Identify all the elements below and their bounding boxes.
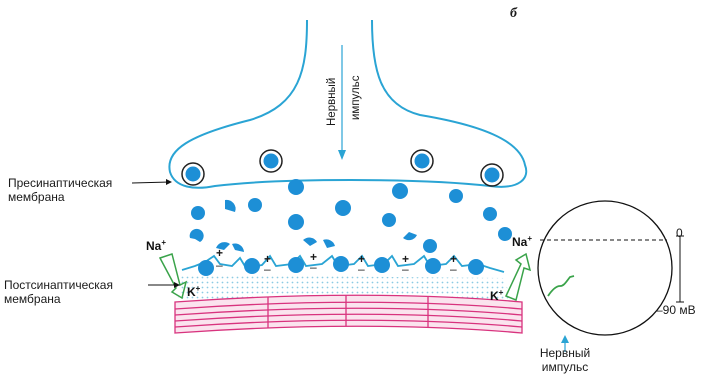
scale-top-value: 0 <box>676 226 683 240</box>
charge-minus: – <box>450 262 457 276</box>
charge-minus: – <box>264 262 271 276</box>
charge-minus: – <box>310 260 317 274</box>
impulse-top-line2: импульс <box>350 75 362 120</box>
na-ion-left: Na+ <box>146 238 166 253</box>
postsynaptic-label-line2: мембрана <box>4 292 113 306</box>
impulse-bottom-line1: Нервный <box>533 346 597 360</box>
presynaptic-label: Пресинаптическая мембрана <box>8 176 112 204</box>
muscle-fibre <box>175 295 522 333</box>
potential-trace <box>548 276 574 296</box>
impulse-top-line1: Нервный <box>326 78 338 126</box>
presynaptic-label-line2: мембрана <box>8 190 112 204</box>
impulse-bottom-line2: импульс <box>533 360 597 374</box>
charge-minus: – <box>358 262 365 276</box>
na-ion-right: Na+ <box>512 234 532 249</box>
figure-letter: б <box>510 6 517 22</box>
k-ion-left: K+ <box>187 284 200 299</box>
charge-minus: – <box>216 258 223 272</box>
mediator-molecules <box>190 179 512 253</box>
oscilloscope-screen <box>538 201 672 335</box>
presynaptic-label-line1: Пресинаптическая <box>8 176 112 190</box>
scale-bottom-value: –90 мВ <box>656 303 696 317</box>
k-channel-arrow-right <box>506 254 530 300</box>
postsynaptic-label-line1: Постсинаптическая <box>4 278 113 292</box>
charge-minus: – <box>402 262 409 276</box>
k-ion-right: K+ <box>490 288 503 303</box>
presynaptic-terminal <box>169 20 526 188</box>
impulse-bottom-label: Нервный импульс <box>533 346 597 374</box>
postsynaptic-label: Постсинаптическая мембрана <box>4 278 113 306</box>
